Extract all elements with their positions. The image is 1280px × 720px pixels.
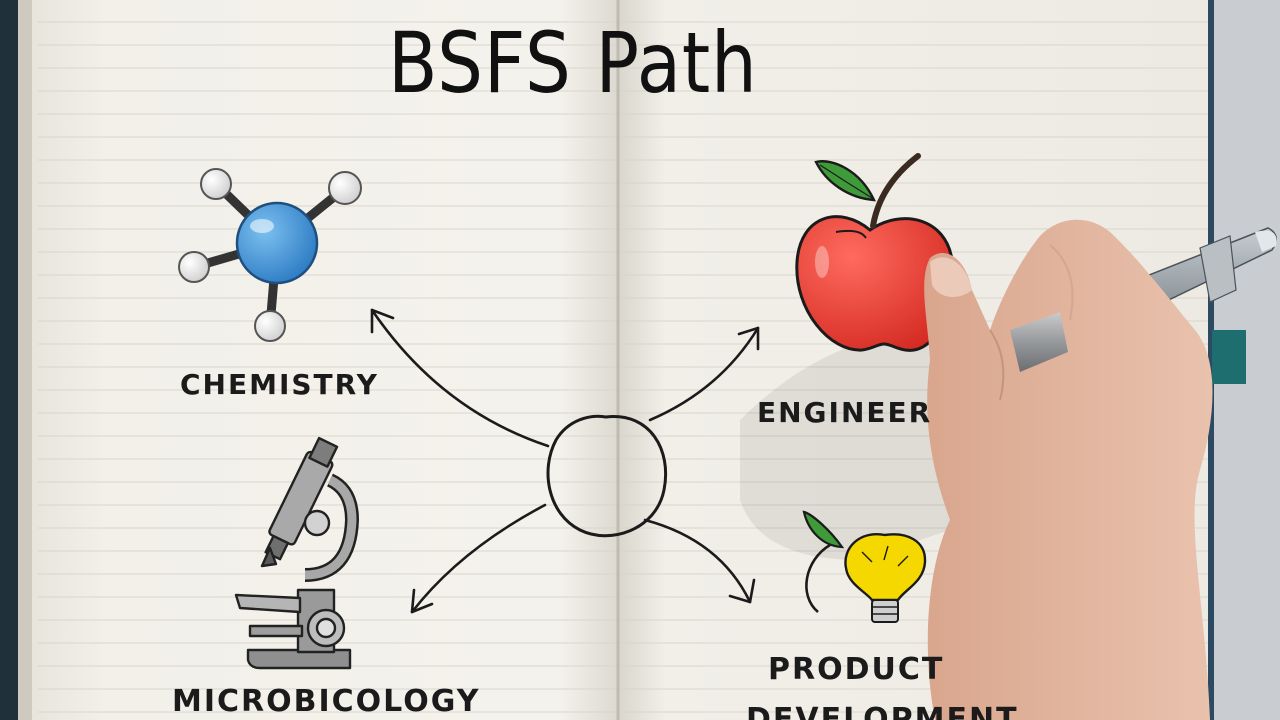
topic-label-microbicology: MICROBICOLOGY	[172, 684, 481, 719]
center-node	[546, 414, 668, 538]
lightbulb-icon	[802, 510, 927, 623]
apple-icon	[795, 153, 955, 352]
arrow-to-product-development	[643, 518, 752, 604]
page-title: BSFS Path	[388, 14, 758, 112]
microscope-icon	[234, 436, 359, 670]
topic-label-development: DEVELOPMENT	[746, 702, 1019, 720]
arrow-to-engineer	[648, 326, 760, 422]
hand-with-pen	[924, 219, 1277, 720]
left-page	[18, 0, 618, 720]
topic-label-engineer: ENGINEER	[757, 396, 933, 429]
arrows	[370, 308, 760, 614]
topic-label-product: PRODUCT	[768, 652, 945, 687]
bookmark-tab	[1212, 330, 1246, 384]
molecule-icon	[178, 168, 362, 342]
arrow-to-microbicology	[410, 503, 547, 614]
topic-label-chemistry: CHEMISTRY	[180, 368, 379, 401]
arrow-to-chemistry	[370, 308, 550, 448]
